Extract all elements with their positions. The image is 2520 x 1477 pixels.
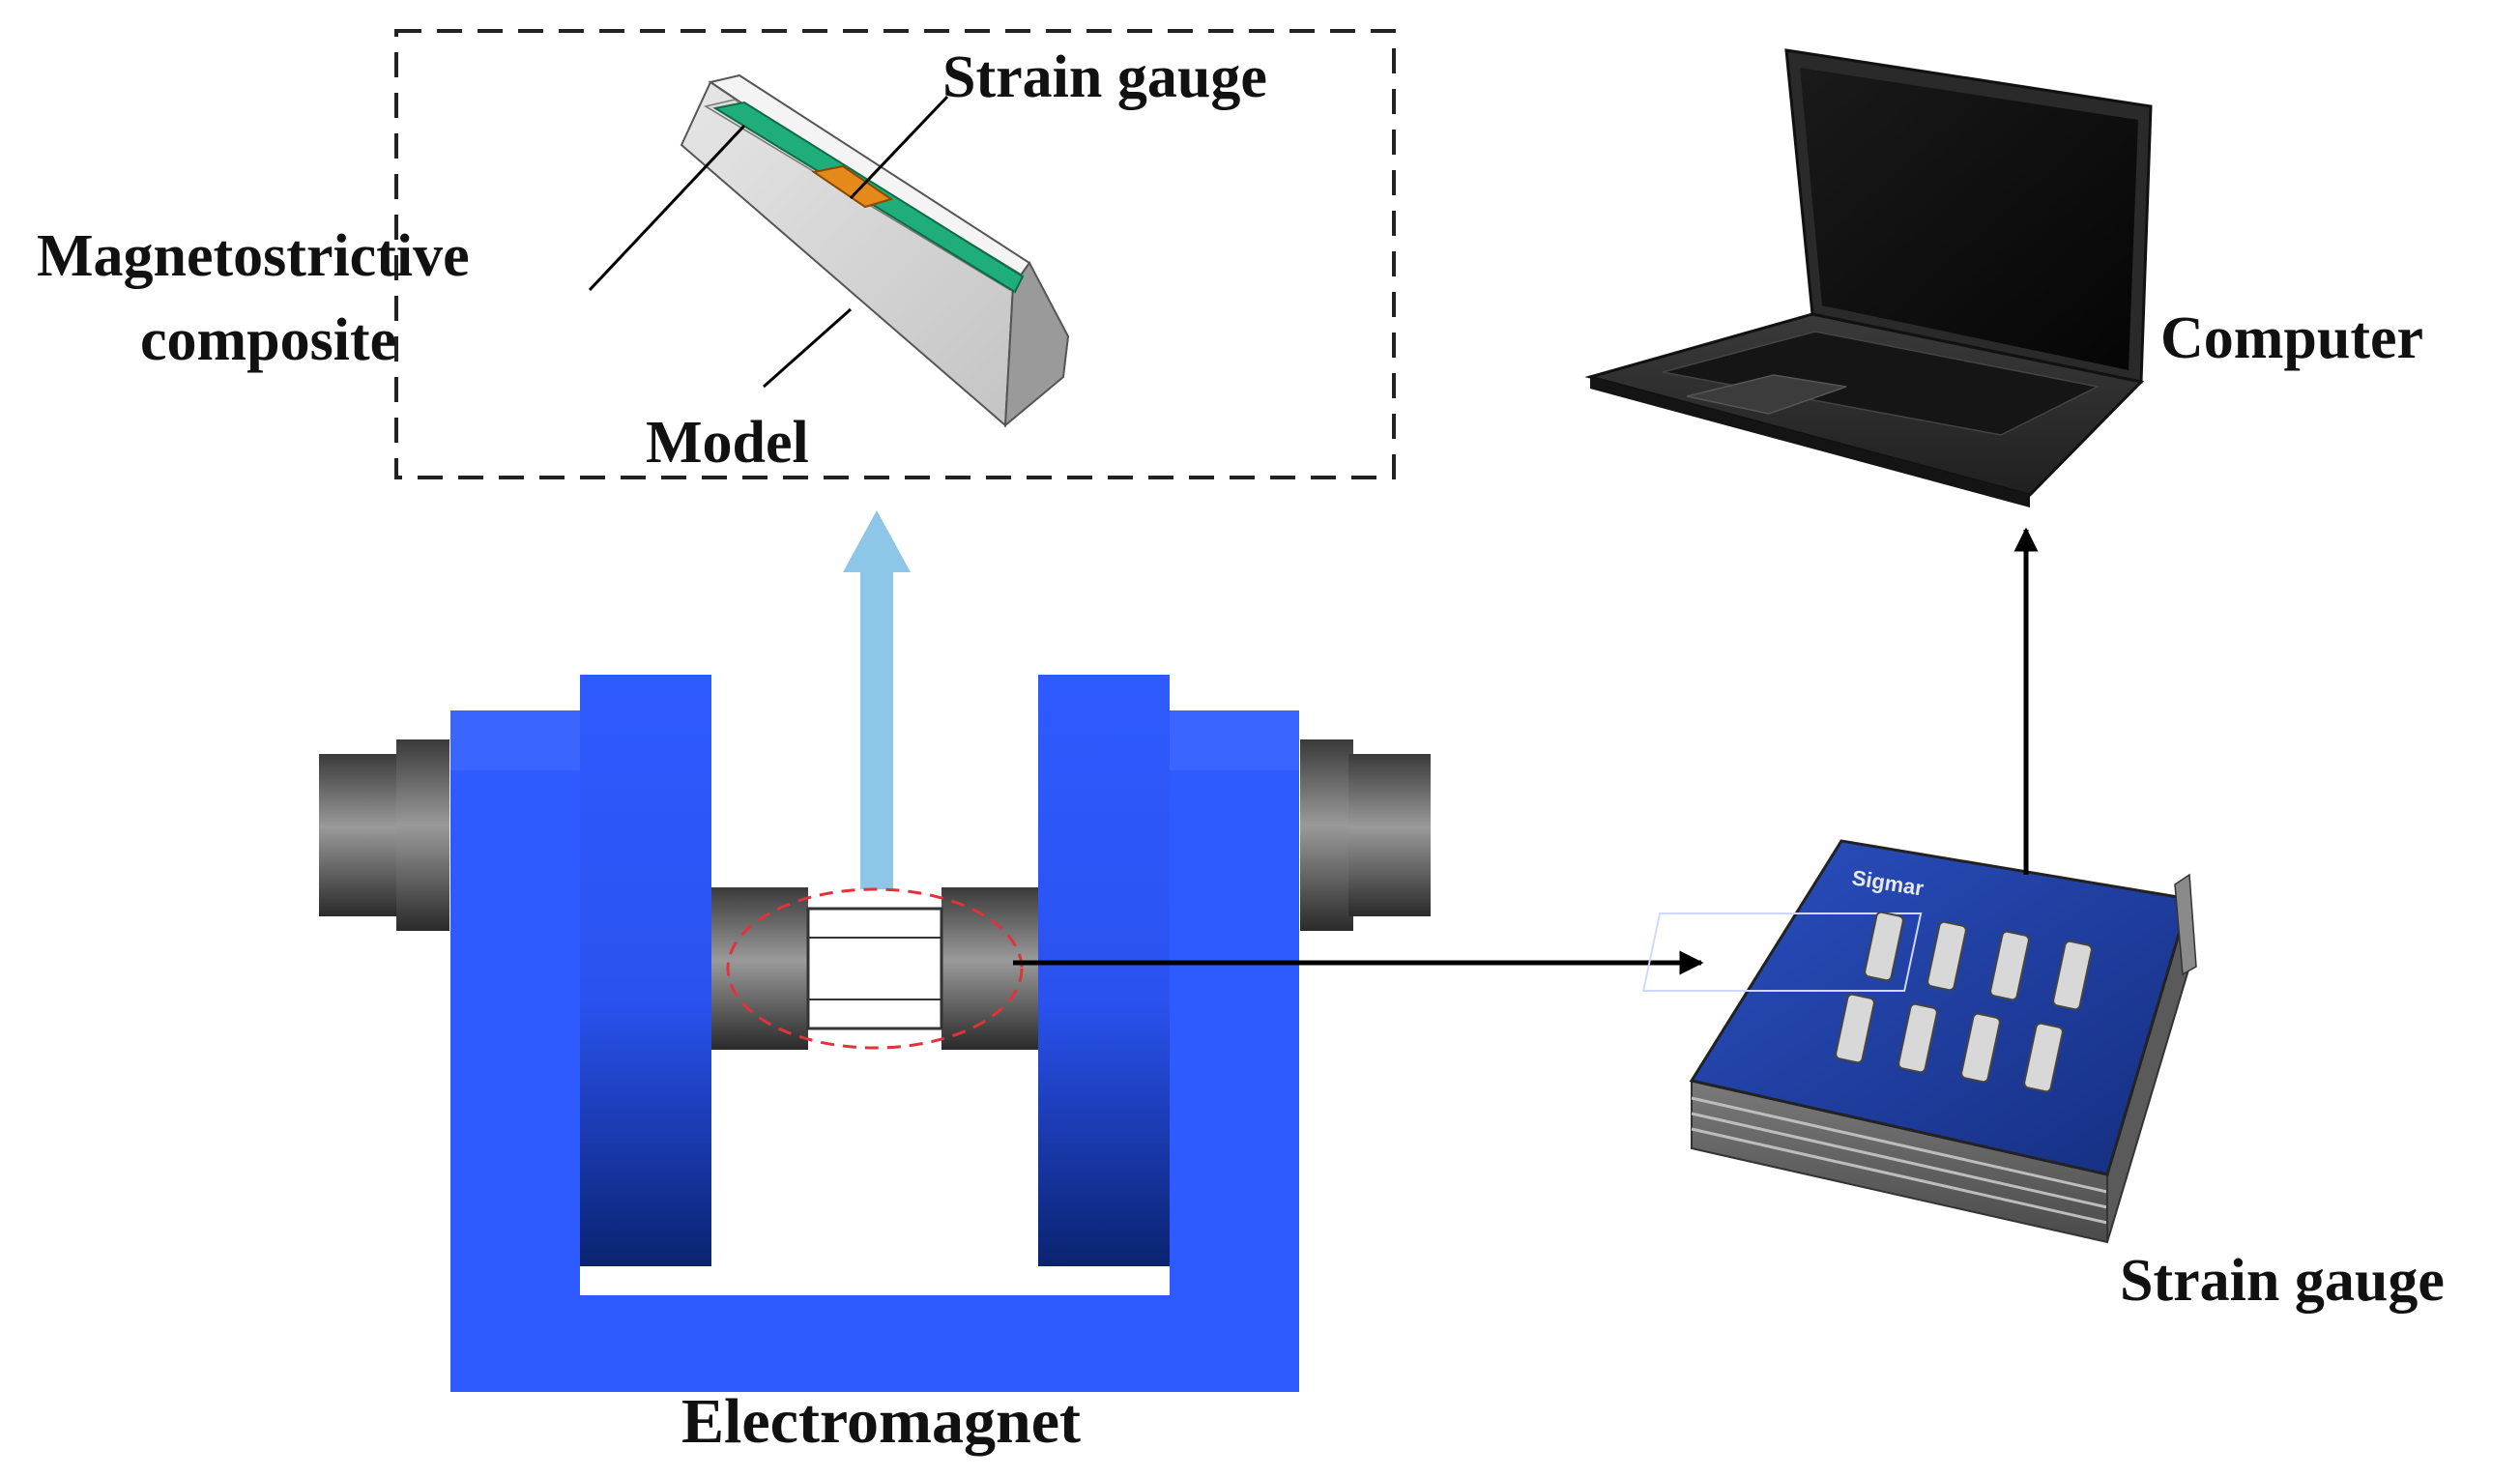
label-magnetostrictive-line1: Magnetostrictive (37, 223, 470, 289)
strain-gauge-device: Sigmar (1641, 839, 2197, 1244)
inset-dashed-frame (394, 29, 1396, 479)
label-computer: Computer (2160, 305, 2423, 371)
model-sample-block (680, 73, 1070, 428)
zoom-arrow-up (843, 510, 911, 889)
strain-gauge-patch (811, 164, 894, 209)
label-magnetostrictive-line2: composite (140, 307, 396, 373)
laptop-keyboard (1662, 331, 2100, 436)
label-model: Model (646, 410, 809, 476)
sample-zone-highlight (726, 887, 1024, 1050)
laptop-touchpad (1686, 374, 1847, 415)
label-strain-gauge-device: Strain gauge (2120, 1248, 2445, 1314)
label-electromagnet: Electromagnet (681, 1386, 1081, 1457)
leader-composite (588, 124, 746, 292)
label-strain-gauge-top: Strain gauge (942, 44, 1267, 110)
electromagnet (319, 675, 1431, 1392)
leader-strain-gauge (849, 95, 949, 200)
laptop-computer (1584, 48, 2153, 507)
device-connectors (1835, 911, 2093, 1093)
laptop-screen (1800, 68, 2138, 370)
leader-model (763, 307, 852, 389)
